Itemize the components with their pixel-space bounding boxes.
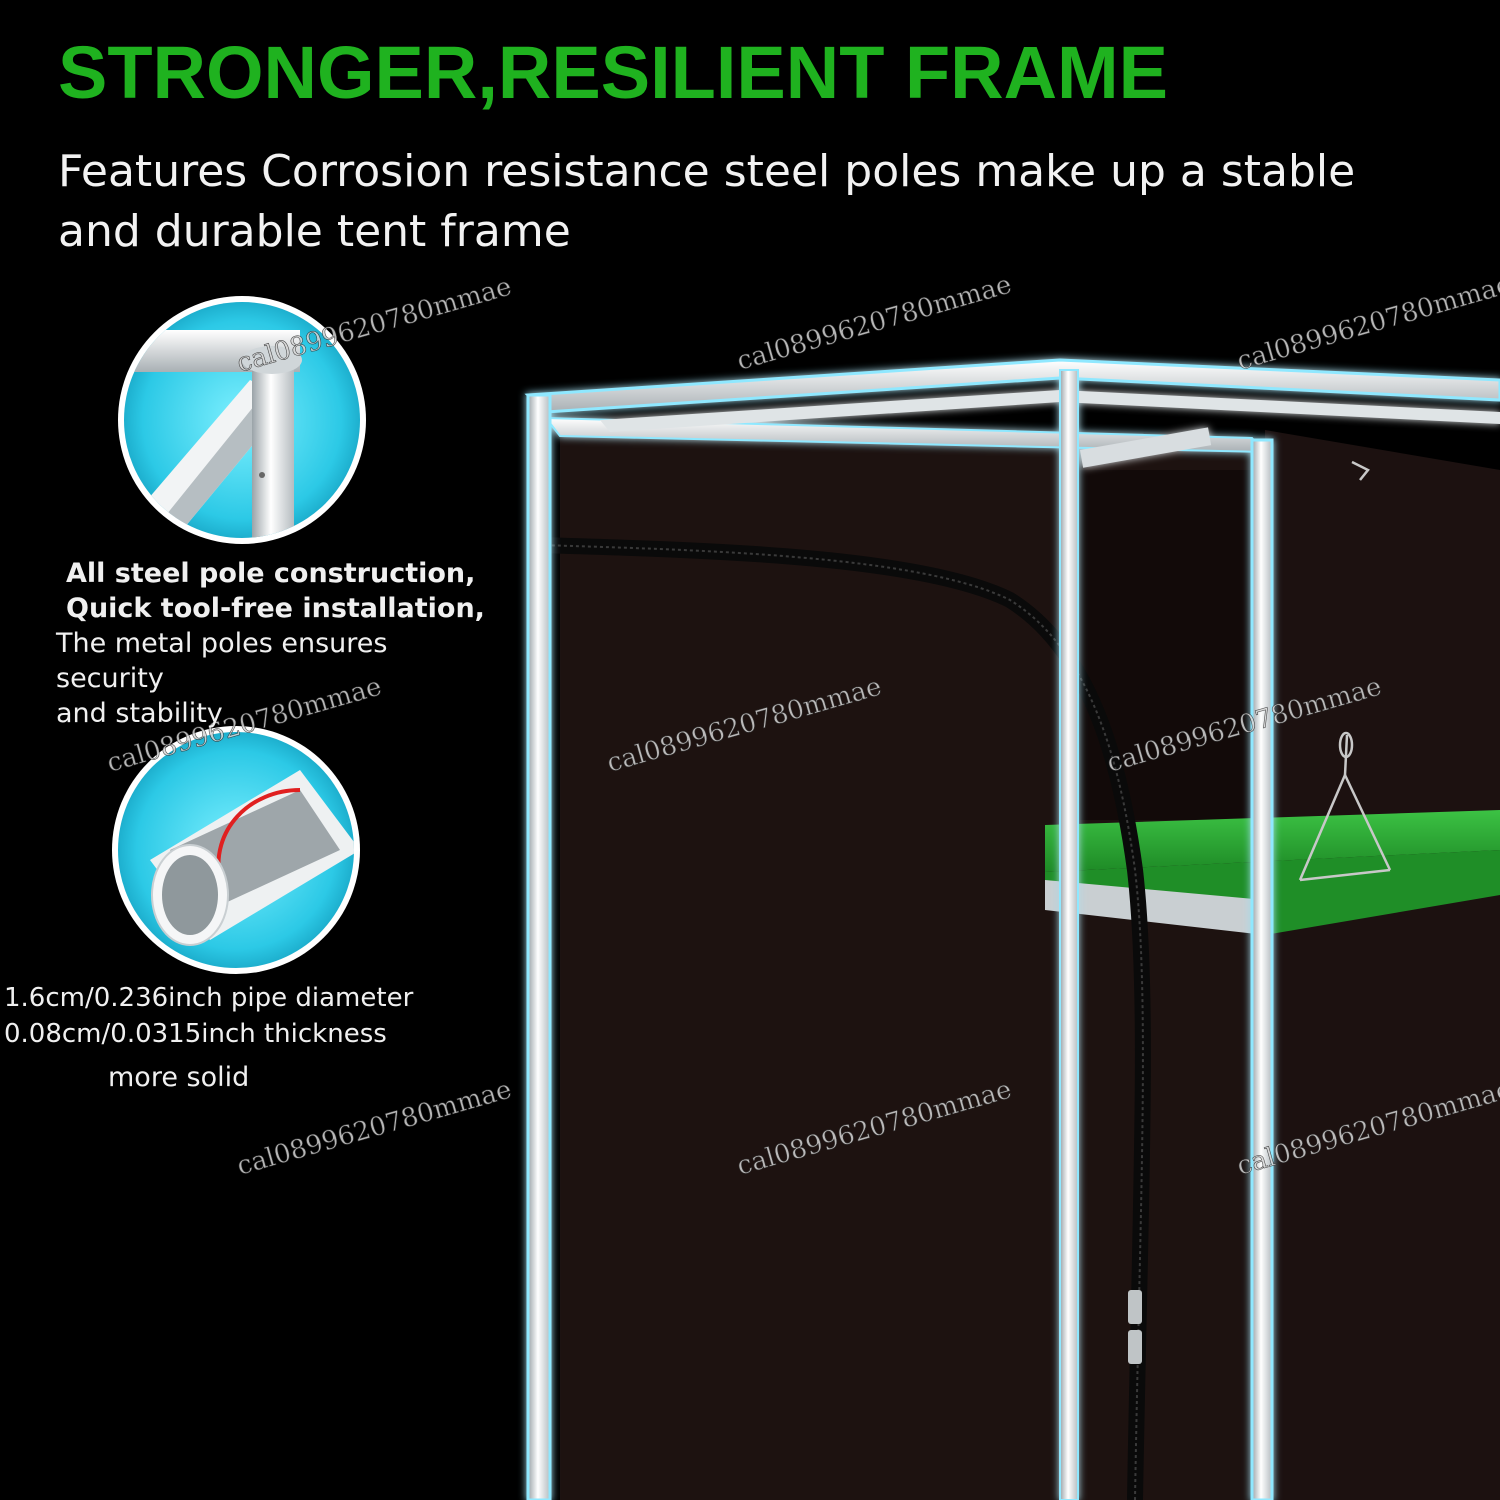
pipe-solid-note: more solid [108,1062,250,1093]
page-subtitle: Features Corrosion resistance steel pole… [58,146,1356,257]
feature-text-line: and stability [56,698,223,729]
feature-text-line: The metal poles ensures security [56,628,388,694]
pipe-thickness-spec: 0.08cm/0.0315inch thickness [4,1019,387,1049]
pipe-diameter-spec: 1.6cm/0.236inch pipe diameter [4,983,414,1013]
zipper-pulls [1128,1290,1142,1364]
tent-frame [524,358,1500,1500]
page-title: STRONGER,RESILIENT FRAME [58,31,1169,114]
feature-bold-line: All steel pole construction, [66,558,476,589]
pipe-specs: 1.6cm/0.236inch pipe diameter 0.08cm/0.0… [4,980,413,1052]
pipe-cross-section-closeup [112,726,360,974]
watermark: cal0899620780mmae [1234,270,1500,377]
watermark: cal0899620780mmae [734,270,1015,377]
watermark: cal0899620780mmae [234,1075,515,1182]
grow-tent [524,358,1500,1500]
corner-joint-closeup [118,296,366,544]
light-hanger [1298,460,1392,882]
feature-description: All steel pole construction, Quick tool-… [56,556,496,731]
feature-bold-line: Quick tool-free installation, [66,593,485,624]
tent-right-panel [1265,430,1500,1500]
